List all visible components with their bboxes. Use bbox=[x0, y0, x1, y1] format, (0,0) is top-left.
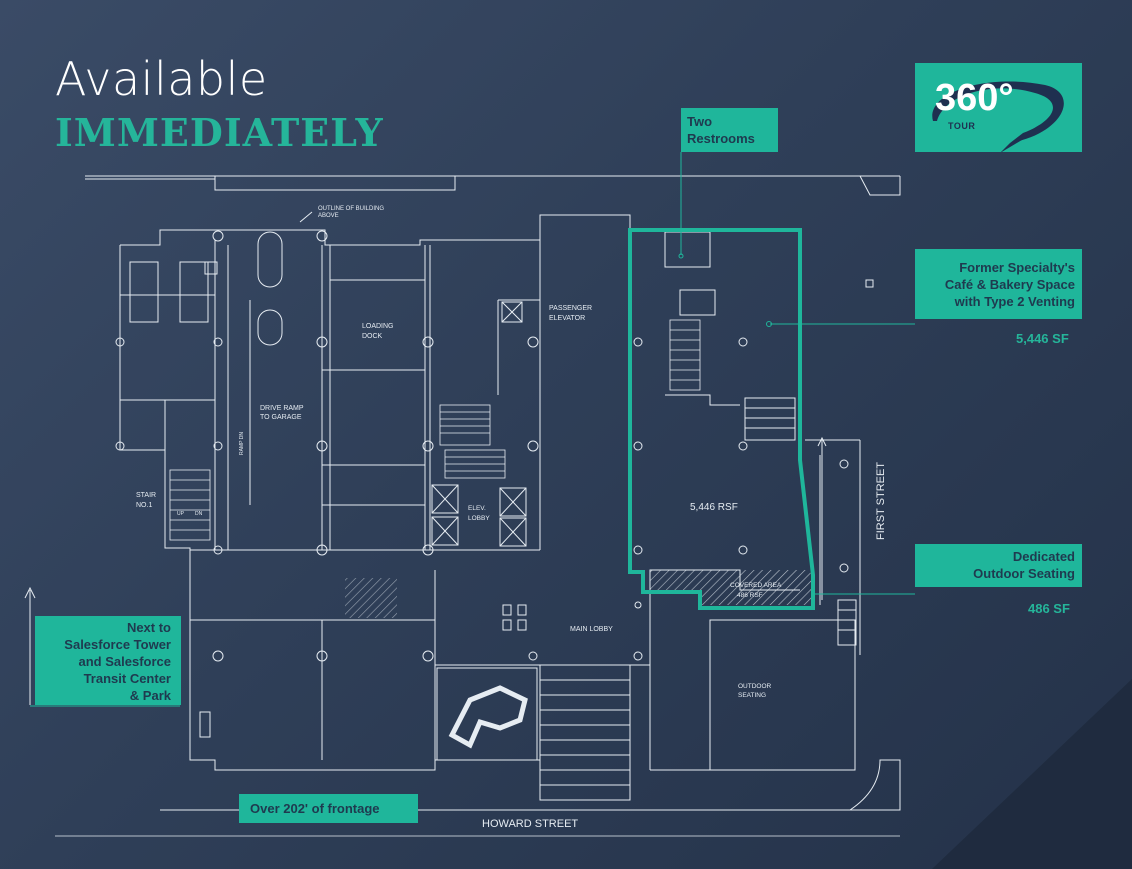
tour-number: 360° bbox=[935, 77, 1014, 119]
label-dn: DN bbox=[195, 511, 203, 517]
label-drive-ramp-2: TO GARAGE bbox=[260, 414, 302, 421]
outdoor-area: 486 SF bbox=[1028, 601, 1070, 616]
covered-area-hatch bbox=[650, 570, 815, 605]
cafe-line-1: Former Specialty's bbox=[959, 260, 1075, 275]
label-rsf: 5,446 RSF bbox=[690, 502, 738, 513]
cafe-callout: Former Specialty's Café & Bakery Space w… bbox=[915, 249, 1082, 319]
salesforce-line-1: Next to bbox=[126, 620, 171, 635]
outdoor-callout: Dedicated Outdoor Seating bbox=[915, 544, 1082, 587]
swoosh-icon bbox=[932, 81, 1064, 152]
outdoor-line-2: Outdoor Seating bbox=[973, 566, 1075, 581]
label-elev-lobby-2: LOBBY bbox=[468, 515, 490, 522]
frontage-text: Over 202' of frontage bbox=[250, 801, 380, 816]
label-outdoor-seating-2: SEATING bbox=[738, 692, 766, 699]
label-drive-ramp: DRIVE RAMP bbox=[260, 405, 304, 412]
label-stair: STAIR bbox=[136, 492, 156, 499]
headline-available: Available bbox=[55, 52, 268, 106]
label-covered-area-2: 486 RSF bbox=[737, 592, 763, 599]
label-outline-building-2: ABOVE bbox=[318, 213, 339, 219]
tour-360-button[interactable]: 360° TOUR bbox=[915, 63, 1082, 152]
frontage-callout: Over 202' of frontage bbox=[239, 794, 418, 823]
label-outline-building: OUTLINE OF BUILDING bbox=[318, 206, 384, 212]
label-main-lobby: MAIN LOBBY bbox=[570, 626, 613, 633]
tour-label: TOUR bbox=[948, 121, 976, 131]
label-covered-area: COVERED AREA bbox=[730, 582, 782, 589]
label-up: UP bbox=[177, 511, 185, 517]
outdoor-line-1: Dedicated bbox=[1012, 549, 1075, 564]
restrooms-line-1: Two bbox=[687, 114, 713, 129]
salesforce-line-2: Salesforce Tower bbox=[64, 637, 171, 652]
restrooms-callout: Two Restrooms bbox=[681, 108, 778, 152]
label-passenger-elevator-2: ELEVATOR bbox=[549, 315, 585, 322]
label-loading-dock-2: DOCK bbox=[362, 333, 383, 340]
salesforce-line-4: Transit Center bbox=[83, 671, 171, 686]
salesforce-callout: Next to Salesforce Tower and Salesforce … bbox=[35, 616, 181, 705]
label-first-street: FIRST STREET bbox=[875, 462, 887, 540]
cafe-area: 5,446 SF bbox=[1016, 331, 1069, 346]
salesforce-line-3: and Salesforce bbox=[78, 654, 172, 669]
salesforce-line-5: & Park bbox=[129, 688, 171, 703]
cafe-space-outline bbox=[628, 228, 815, 610]
label-passenger-elevator: PASSENGER bbox=[549, 305, 592, 312]
headline-immediately: IMMEDIATELY bbox=[55, 110, 384, 155]
label-ramp-dn: RAMP DN bbox=[239, 432, 245, 455]
label-outdoor-seating: OUTDOOR bbox=[738, 683, 772, 690]
label-elev-lobby: ELEV. bbox=[468, 505, 486, 512]
cafe-line-3: with Type 2 Venting bbox=[954, 294, 1075, 309]
cafe-line-2: Café & Bakery Space bbox=[944, 277, 1075, 292]
label-loading-dock: LOADING bbox=[362, 323, 394, 330]
label-stair-2: NO.1 bbox=[136, 502, 152, 509]
label-howard-street: HOWARD STREET bbox=[482, 818, 578, 830]
corner-decoration bbox=[932, 679, 1132, 869]
restrooms-line-2: Restrooms bbox=[687, 131, 755, 146]
